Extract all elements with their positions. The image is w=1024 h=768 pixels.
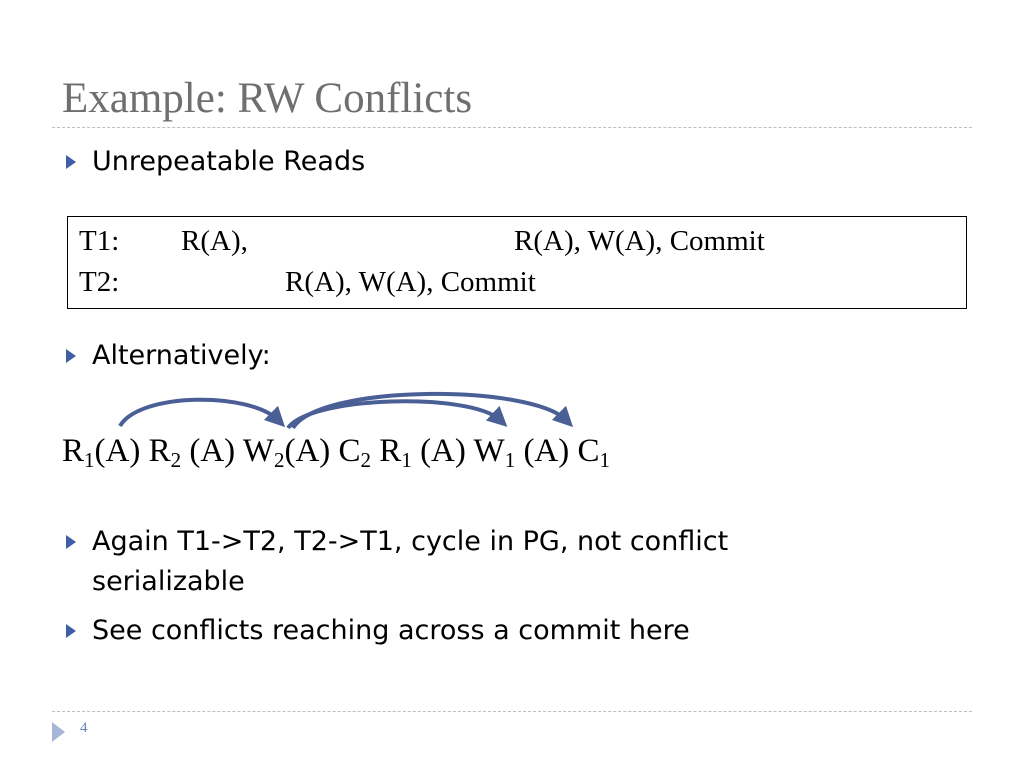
op-c1: C1 bbox=[577, 433, 611, 472]
bullet-arrow-icon bbox=[66, 349, 76, 363]
op-w2: W2(A) bbox=[242, 433, 331, 472]
bullet-cycle-line2: serializable bbox=[92, 566, 245, 597]
arc-r1-to-w2 bbox=[118, 397, 286, 428]
bullet-unrepeatable-reads: Unrepeatable Reads bbox=[92, 146, 366, 177]
schedule-box: T1: R(A), R(A), W(A), Commit T2: R(A), W… bbox=[67, 216, 967, 309]
bullet-across-commit: See conflicts reaching across a commit h… bbox=[92, 615, 690, 646]
op-w1: W1 (A) bbox=[473, 433, 570, 472]
bullet-alternatively: Alternatively: bbox=[92, 340, 271, 371]
bullet-arrow-icon bbox=[66, 535, 76, 549]
arc-w2-to-r1 bbox=[286, 399, 508, 430]
t1-second-ops: R(A), W(A), Commit bbox=[514, 225, 765, 257]
op-r1-second: R1 (A) bbox=[379, 433, 466, 472]
footer-divider bbox=[52, 711, 972, 712]
bullet-cycle-line1: Again T1->T2, T2->T1, cycle in PG, not c… bbox=[92, 526, 729, 557]
operation-sequence: R1(A) R2 (A) W2(A) C2 R1 (A) W1 (A) C1 bbox=[62, 433, 610, 473]
t2-ops: R(A), W(A), Commit bbox=[285, 266, 536, 298]
t1-first-op: R(A), bbox=[181, 225, 248, 257]
t1-label: T1: bbox=[79, 225, 120, 257]
arc-w2-to-w1 bbox=[291, 392, 574, 430]
page-number: 4 bbox=[80, 720, 88, 736]
t2-label: T2: bbox=[79, 266, 120, 298]
op-r1: R1(A) bbox=[62, 433, 141, 472]
slide-title: Example: RW Conflicts bbox=[62, 75, 473, 122]
title-divider bbox=[52, 127, 972, 128]
bullet-arrow-icon bbox=[66, 624, 76, 638]
op-c2: C2 bbox=[338, 433, 372, 472]
op-r2: R2 (A) bbox=[148, 433, 236, 472]
bullet-arrow-icon bbox=[66, 155, 76, 169]
footer-triangle-icon bbox=[52, 722, 65, 742]
